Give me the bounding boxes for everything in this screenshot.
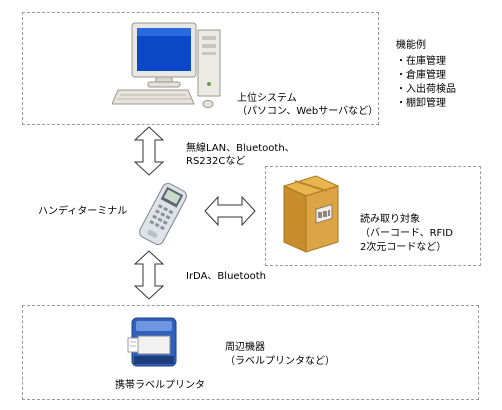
read-target-line3: 2次元コードなど） [360,242,447,253]
comm-bottom-line1: IrDA、Bluetooth [186,271,266,282]
cardboard-box-image [278,172,342,256]
handheld-terminal-image [128,182,198,246]
read-target-line2: （バーコード、RFID [360,228,453,239]
host-label-line1: 上位システム [237,93,297,104]
printer-label: 携帯ラベルプリンタ [115,380,205,391]
read-target-box [265,166,481,266]
features-title: 機能例 [396,40,426,51]
peripheral-line1: 周辺機器 [225,342,265,353]
peripheral-line2: （ラベルプリンタなど） [225,356,335,367]
read-target-line1: 読み取り対象 [360,214,420,225]
host-label-line2: （パソコン、Webサーバなど） [237,106,379,117]
feature-item: ・棚卸管理 [396,98,446,109]
desktop-pc-image [112,20,224,112]
label-printer-image [126,312,182,372]
comm-top-line2: RS232Cなど [186,156,246,167]
peripheral-box [22,305,479,400]
feature-item: ・在庫管理 [396,56,446,67]
feature-item: ・入出荷検品 [396,84,456,95]
handheld-label: ハンディターミナル [38,206,128,217]
comm-top-line1: 無線LAN、Bluetooth、 [186,143,295,154]
feature-item: ・倉庫管理 [396,70,446,81]
double-arrow-horizontal-icon [204,196,256,226]
double-arrow-vertical-icon [134,126,164,176]
host-system-box [22,12,379,125]
double-arrow-vertical-icon [134,250,164,300]
